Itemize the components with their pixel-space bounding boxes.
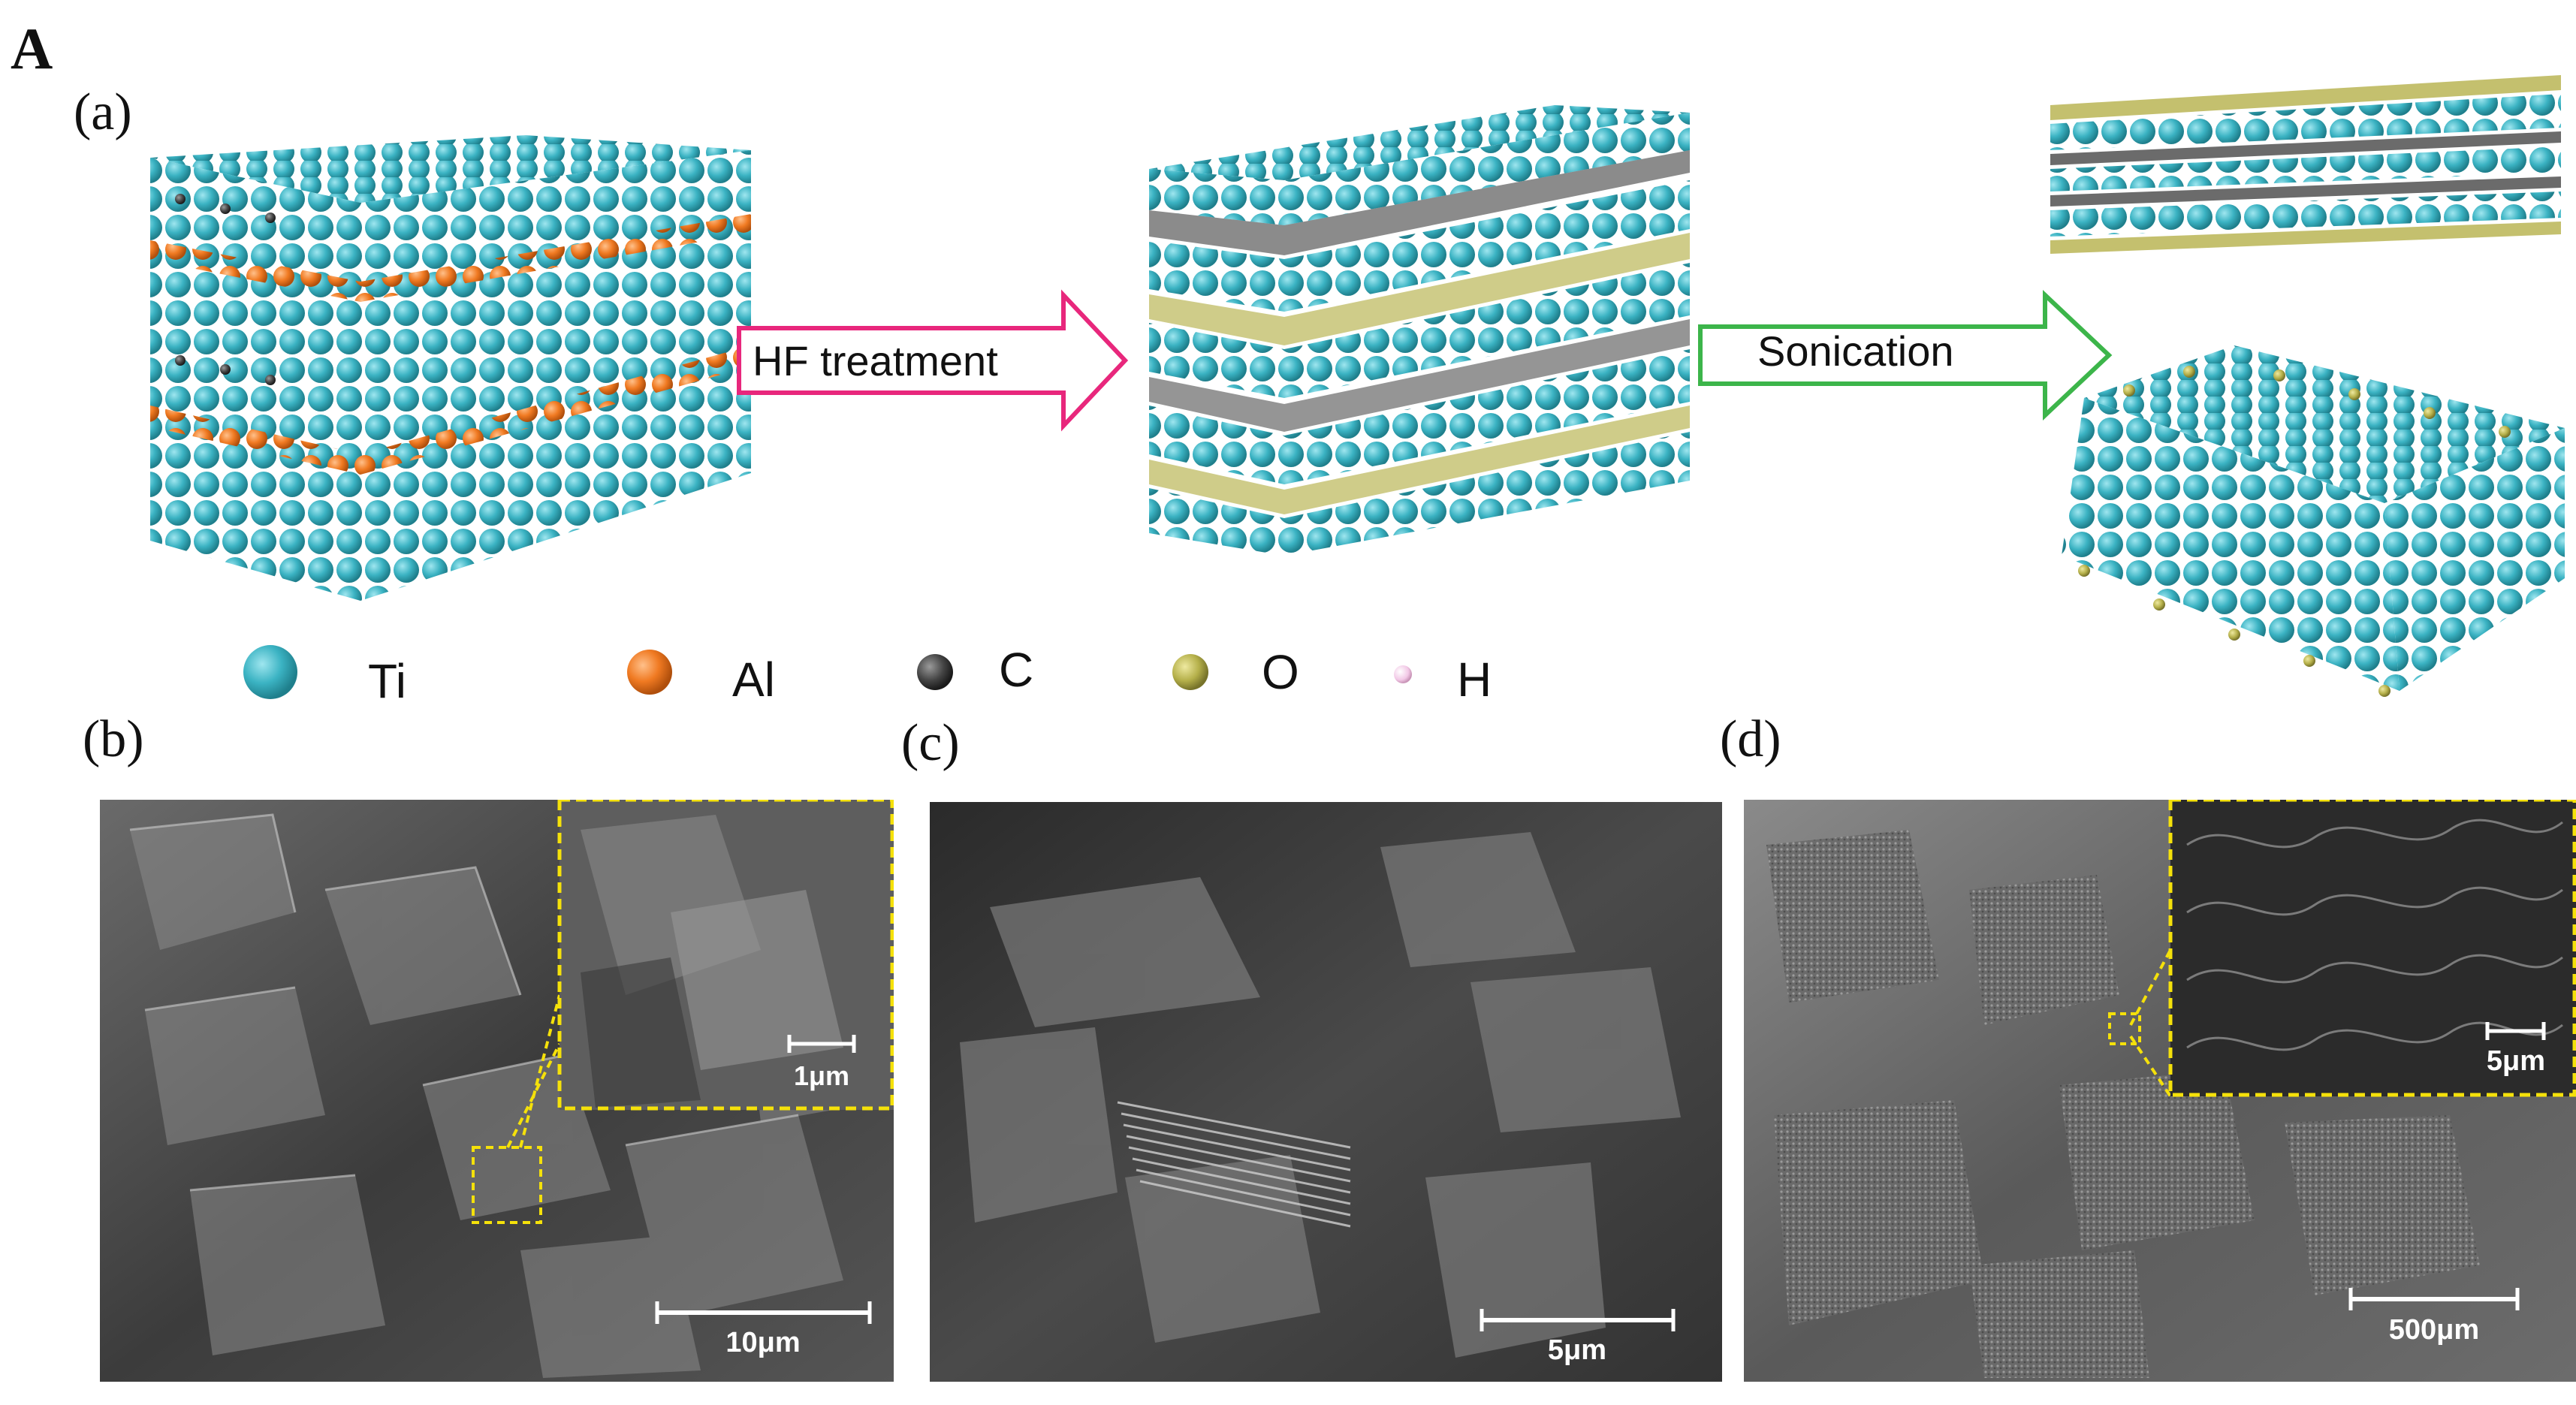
multilayer-mxene-structure	[1149, 105, 1690, 556]
delaminated-stack-structure	[2050, 75, 2561, 254]
hf-treatment-arrow	[737, 289, 1129, 432]
legend-label-c: C	[999, 643, 1034, 697]
sonication-label: Sonication	[1757, 327, 1954, 375]
c-atom-icon	[917, 654, 953, 690]
legend-label-ti: Ti	[368, 654, 406, 708]
max-phase-structure	[150, 135, 751, 601]
panel-letter: A	[11, 16, 53, 81]
zoom-region-box-d	[2108, 1012, 2141, 1045]
scale-label-b: 10μm	[725, 1327, 800, 1358]
sem-image-b: 1μm 10μm	[100, 800, 894, 1382]
hf-treatment-label: HF treatment	[753, 337, 998, 384]
mxene-flake-structure	[2062, 345, 2565, 697]
inset-scale-label-b: 1μm	[794, 1060, 849, 1091]
legend-label-al: Al	[732, 653, 775, 707]
inset-scale-label-d: 5μm	[2487, 1045, 2545, 1077]
ti-atom-icon	[243, 645, 297, 699]
scale-label-d: 500μm	[2389, 1314, 2479, 1346]
subfigure-label-d: (d)	[1720, 710, 1781, 768]
zoom-region-box-b	[472, 1146, 542, 1224]
sem-image-d: 5μm 500μm	[1744, 800, 2576, 1382]
subfigure-label-c: (c)	[901, 714, 960, 772]
sem-image-c: 5μm	[930, 802, 1722, 1382]
subfigure-label-a: (a)	[74, 83, 132, 141]
legend-label-h: H	[1457, 653, 1492, 707]
al-atom-icon	[627, 650, 672, 695]
legend-label-o: O	[1262, 645, 1299, 699]
inset-d: 5μm	[2168, 800, 2576, 1097]
subfigure-label-b: (b)	[83, 710, 144, 768]
scale-label-c: 5μm	[1548, 1334, 1606, 1366]
o-atom-icon	[1172, 654, 1208, 690]
h-atom-icon	[1394, 665, 1412, 683]
inset-b: 1μm	[557, 800, 894, 1111]
sonication-arrow	[1698, 290, 2113, 421]
